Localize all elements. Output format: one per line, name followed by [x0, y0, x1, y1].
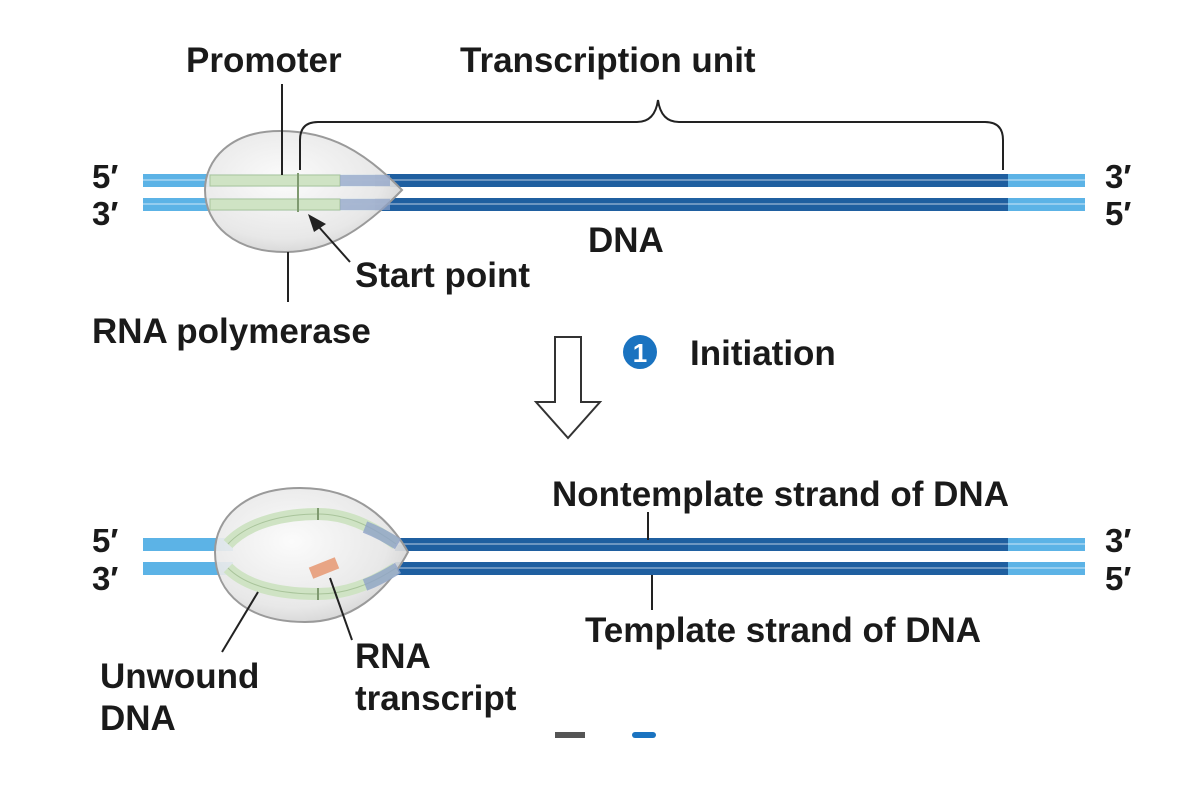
bottom-dna-strand-bottom-left-light: [143, 562, 233, 575]
rna-transcript-leader-line: [329, 577, 353, 641]
rna-transcript-label-line2: transcript: [355, 679, 517, 718]
step-number-badge: [623, 335, 657, 369]
bottom-dna-strand-top: [395, 538, 1010, 551]
bottom-panel: 5′ 3′ 3′ 5′ Nontemplate strand of DNA Te…: [92, 475, 1131, 738]
unwound-dna-leader-line: [221, 591, 259, 653]
cropped-fragment: [555, 732, 585, 738]
bottom-left-3prime: 3′: [92, 560, 118, 597]
top-dna-strand-bottom: [375, 198, 1010, 211]
start-point-arrow-head: [308, 214, 326, 232]
bottom-dna-strand-top-right-light: [1008, 538, 1085, 551]
start-point-label: Start point: [355, 256, 530, 295]
rna-transcript-segment: [308, 557, 340, 579]
top-rna-polymerase: [203, 129, 404, 254]
top-dna-strand-top-right-light: [1008, 174, 1085, 187]
down-arrow-icon: [533, 336, 603, 440]
nontemplate-strand-label: Nontemplate strand of DNA: [552, 475, 1009, 514]
unwound-dna-label-line2: DNA: [100, 699, 176, 738]
bottom-dna-strand-top-left-light: [143, 538, 233, 551]
top-left-3prime: 3′: [92, 195, 118, 232]
start-point-arrow-line: [317, 225, 351, 263]
bottom-dna-double-helix: [143, 538, 1085, 575]
rna-polymerase-label: RNA polymerase: [92, 312, 371, 351]
bottom-dna-strand-bottom: [395, 562, 1010, 575]
top-promoter-region-bottom: [209, 198, 341, 211]
bottom-right-5prime: 5′: [1105, 560, 1131, 597]
template-strand-label: Template strand of DNA: [585, 611, 981, 650]
promoter-label: Promoter: [186, 41, 342, 80]
unwound-dna-label-line1: Unwound: [100, 657, 259, 696]
bottom-left-5prime: 5′: [92, 522, 118, 559]
bottom-dna-strand-bottom-right-light: [1008, 562, 1085, 575]
top-promoter-region-top: [209, 174, 341, 187]
step-number: 1: [633, 338, 647, 368]
cropped-fragment-blue: [632, 732, 656, 738]
transcription-unit-label: Transcription unit: [460, 41, 756, 80]
initiation-step: 1 Initiation: [533, 334, 836, 440]
initiation-label: Initiation: [690, 334, 836, 373]
top-right-5prime: 5′: [1105, 195, 1131, 232]
top-dna-strand-bottom-right-light: [1008, 198, 1085, 211]
dna-label: DNA: [588, 221, 664, 260]
top-dna-strand-top: [375, 174, 1010, 187]
top-panel: Promoter Transcription unit 5′ 3′ 3′ 5′ …: [92, 41, 1131, 351]
transcription-unit-bracket: [299, 99, 1004, 170]
bottom-right-3prime: 3′: [1105, 522, 1131, 559]
top-right-3prime: 3′: [1105, 158, 1131, 195]
top-left-5prime: 5′: [92, 158, 118, 195]
rna-transcript-label-line1: RNA: [355, 637, 431, 676]
